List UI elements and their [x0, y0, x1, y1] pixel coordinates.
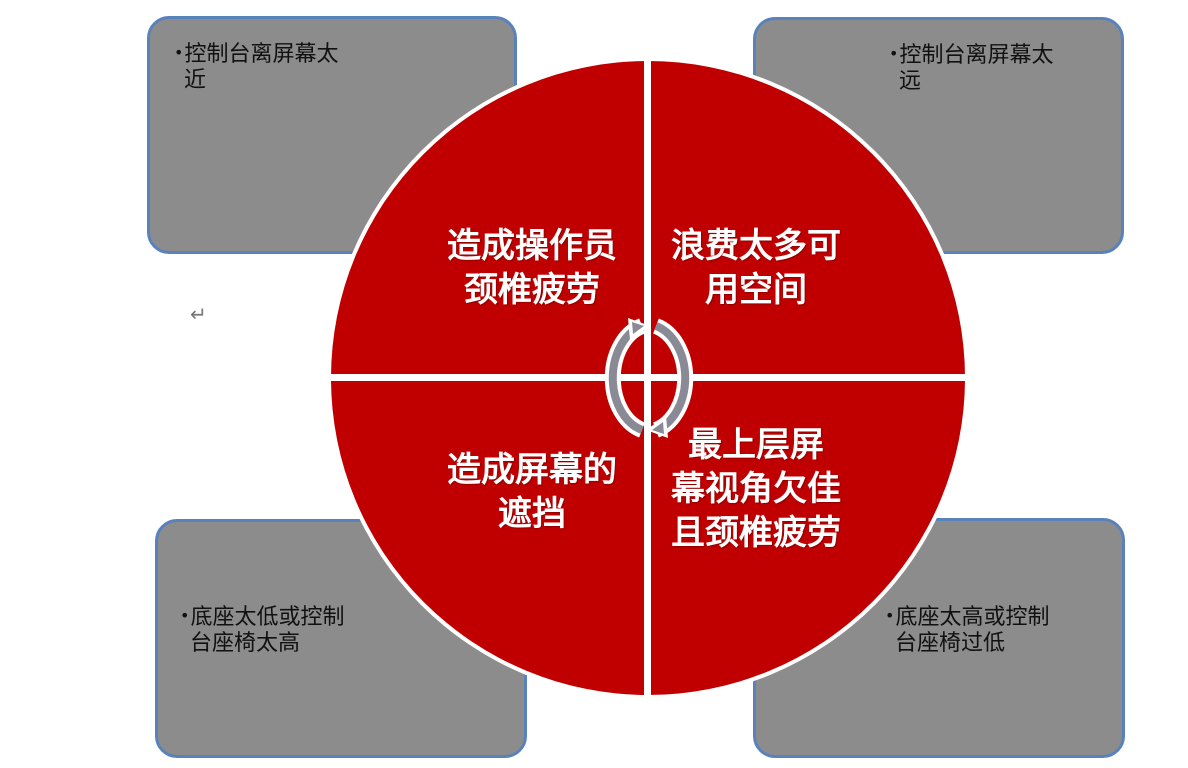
cause-text-top-left: •控制台离屏幕太 近	[174, 40, 338, 94]
quadrant-bottom-left-label: 造成屏幕的 遮挡	[432, 448, 632, 536]
quadrant-line: 幕视角欠佳	[671, 469, 841, 509]
cause-line: 台座椅太高	[190, 631, 301, 656]
bullet-icon: •	[174, 43, 184, 62]
cause-line: 底座太低或控制	[190, 605, 345, 630]
quadrant-line: 用空间	[705, 270, 807, 310]
cause-line: 远	[899, 69, 922, 94]
quadrant-bottom-right-label: 最上层屏 幕视角欠佳 且颈椎疲劳	[656, 423, 856, 555]
bullet-icon: •	[180, 606, 190, 625]
quadrant-line: 造成操作员	[447, 226, 617, 266]
cause-line: 底座太高或控制	[895, 605, 1050, 630]
cause-text-bottom-right: •底座太高或控制 台座椅过低	[885, 603, 1049, 657]
quadrant-circle: 造成操作员 颈椎疲劳 浪费太多可 用空间 造成屏幕的 遮挡 最上层屏 幕视角欠佳…	[324, 56, 972, 704]
cause-line: 近	[184, 68, 207, 93]
cause-text-bottom-left: •底座太低或控制 台座椅太高	[180, 603, 344, 657]
quadrant-line: 颈椎疲劳	[464, 270, 600, 310]
bullet-icon: •	[889, 44, 899, 63]
quadrant-top-right-label: 浪费太多可 用空间	[656, 224, 856, 312]
cause-line: 控制台离屏幕太	[184, 42, 339, 67]
cause-line: 控制台离屏幕太	[899, 43, 1054, 68]
cause-text-top-right: •控制台离屏幕太 远	[889, 41, 1053, 95]
paragraph-return-icon: ↵	[190, 302, 207, 326]
cause-line: 台座椅过低	[895, 631, 1006, 656]
cycle-arrows-icon	[604, 318, 694, 438]
circle-graphic	[324, 56, 972, 704]
quadrant-line: 最上层屏	[688, 425, 824, 465]
quadrant-line: 造成屏幕的	[447, 450, 617, 490]
quadrant-line: 浪费太多可	[671, 226, 841, 266]
bullet-icon: •	[885, 606, 895, 625]
quadrant-top-left-label: 造成操作员 颈椎疲劳	[432, 224, 632, 312]
quadrant-line: 且颈椎疲劳	[671, 513, 841, 553]
quadrant-line: 遮挡	[498, 494, 566, 534]
